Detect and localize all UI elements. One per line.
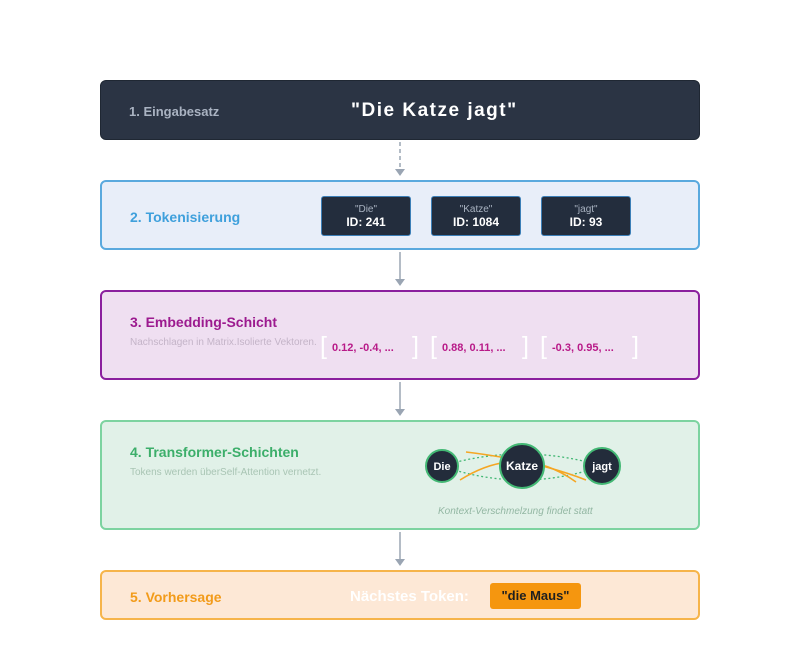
node-label: Die — [433, 461, 450, 473]
vector-values: 0.12, -0.4, ... — [332, 342, 394, 354]
bracket-left: [ — [320, 332, 327, 360]
token-id: ID: 93 — [569, 215, 603, 229]
arrow-embedding-to-transformer — [395, 382, 405, 416]
token-id: ID: 1084 — [452, 215, 500, 229]
token-word: "jagt" — [574, 204, 598, 215]
stage-tokenization: 2. Tokenisierung "Die" ID: 241 "Katze" I… — [100, 180, 700, 250]
input-sentence: "Die Katze jagt" — [351, 100, 518, 121]
stage-title-tokenization: 2. Tokenisierung — [130, 209, 241, 225]
embedding-vector: [ 0.12, -0.4, ... ] — [320, 333, 420, 359]
stage-title-transformer: 4. Transformer-Schichten — [130, 444, 299, 460]
token-box: "jagt" ID: 93 — [541, 196, 631, 236]
bracket-right: ] — [522, 332, 529, 360]
token-word: "Katze" — [459, 204, 493, 215]
embedding-vector: [ -0.3, 0.95, ... ] — [540, 333, 640, 359]
token-word: "Die" — [354, 204, 378, 215]
bracket-right: ] — [632, 332, 639, 360]
vector-values: 0.88, 0.11, ... — [442, 342, 506, 354]
stage-title-prediction: 5. Vorhersage — [130, 589, 222, 605]
token-box: "Die" ID: 241 — [321, 196, 411, 236]
predicted-token-badge: "die Maus" — [490, 583, 581, 609]
bracket-left: [ — [540, 332, 547, 360]
attention-node-center: Katze — [499, 443, 545, 489]
attention-node: Die — [425, 449, 459, 483]
stage-embedding: 3. Embedding-Schicht Nachschlagen in Mat… — [100, 290, 700, 380]
attention-node: jagt — [583, 447, 621, 485]
arrow-tokenization-to-embedding — [395, 252, 405, 286]
next-token-label: Nächstes Token: — [350, 588, 469, 605]
attention-graph: Die Katze jagt — [425, 443, 621, 489]
node-label: Katze — [506, 459, 538, 473]
stage-input: 1. Eingabesatz "Die Katze jagt" — [100, 80, 700, 140]
bracket-right: ] — [412, 332, 419, 360]
context-caption: Kontext-Verschmelzung findet statt — [438, 506, 593, 517]
node-label: jagt — [591, 461, 612, 473]
bracket-left: [ — [430, 332, 437, 360]
stage-title-embedding: 3. Embedding-Schicht — [130, 314, 278, 330]
stage-description-transformer: Tokens werden überSelf-Attention vernetz… — [130, 467, 322, 478]
vector-values: -0.3, 0.95, ... — [552, 342, 614, 354]
stage-transformer: 4. Transformer-Schichten Tokens werden ü… — [100, 420, 700, 530]
stage-title-input: 1. Eingabesatz — [129, 104, 220, 119]
token-id: ID: 241 — [346, 215, 386, 229]
stage-description-embedding: Nachschlagen in Matrix.Isolierte Vektore… — [130, 337, 317, 348]
embedding-vector: [ 0.88, 0.11, ... ] — [430, 333, 530, 359]
arrow-input-to-tokenization — [395, 142, 405, 176]
arrow-transformer-to-prediction — [395, 532, 405, 566]
stage-prediction: 5. Vorhersage Nächstes Token: "die Maus" — [100, 570, 700, 620]
token-box: "Katze" ID: 1084 — [431, 196, 521, 236]
